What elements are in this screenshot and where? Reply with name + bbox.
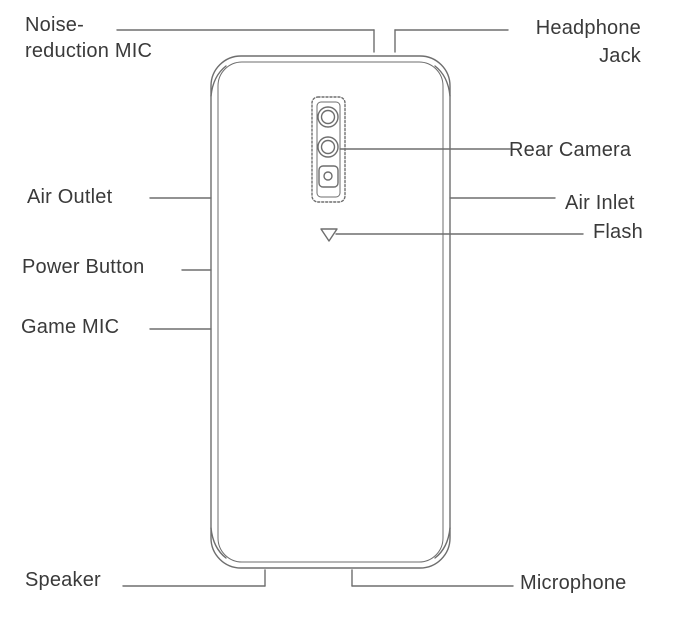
label-microphone: Microphone bbox=[520, 572, 627, 594]
flash-icon bbox=[320, 228, 338, 242]
left-top-edge bbox=[210, 65, 227, 97]
right-top-edge bbox=[434, 65, 451, 97]
lens-2-icon bbox=[317, 136, 339, 158]
label-game-mic: Game MIC bbox=[21, 316, 120, 338]
lens-1-icon bbox=[317, 106, 339, 128]
lens-2-inner-icon bbox=[320, 139, 336, 155]
label-rear-camera: Rear Camera bbox=[509, 139, 632, 161]
right-bottom-edge bbox=[434, 527, 451, 559]
label-power-button: Power Button bbox=[22, 256, 145, 278]
label-noise-mic-line2: reduction MIC bbox=[25, 40, 153, 62]
label-headphone-line2: Jack bbox=[599, 45, 641, 67]
label-air-inlet: Air Inlet bbox=[565, 192, 635, 214]
phone-inner-outline bbox=[217, 61, 444, 563]
label-headphone-line1: Headphone bbox=[535, 17, 641, 39]
lens-3-frame bbox=[318, 165, 339, 188]
camera-inner bbox=[316, 101, 341, 198]
label-noise-mic-line1: Noise- bbox=[25, 14, 84, 36]
left-bottom-edge bbox=[210, 527, 227, 559]
label-flash: Flash bbox=[593, 221, 643, 243]
phone-outline bbox=[210, 55, 451, 569]
label-air-outlet: Air Outlet bbox=[27, 186, 113, 208]
label-speaker: Speaker bbox=[25, 569, 101, 591]
lens-1-inner-icon bbox=[320, 109, 336, 125]
lens-3-icon bbox=[323, 171, 333, 181]
